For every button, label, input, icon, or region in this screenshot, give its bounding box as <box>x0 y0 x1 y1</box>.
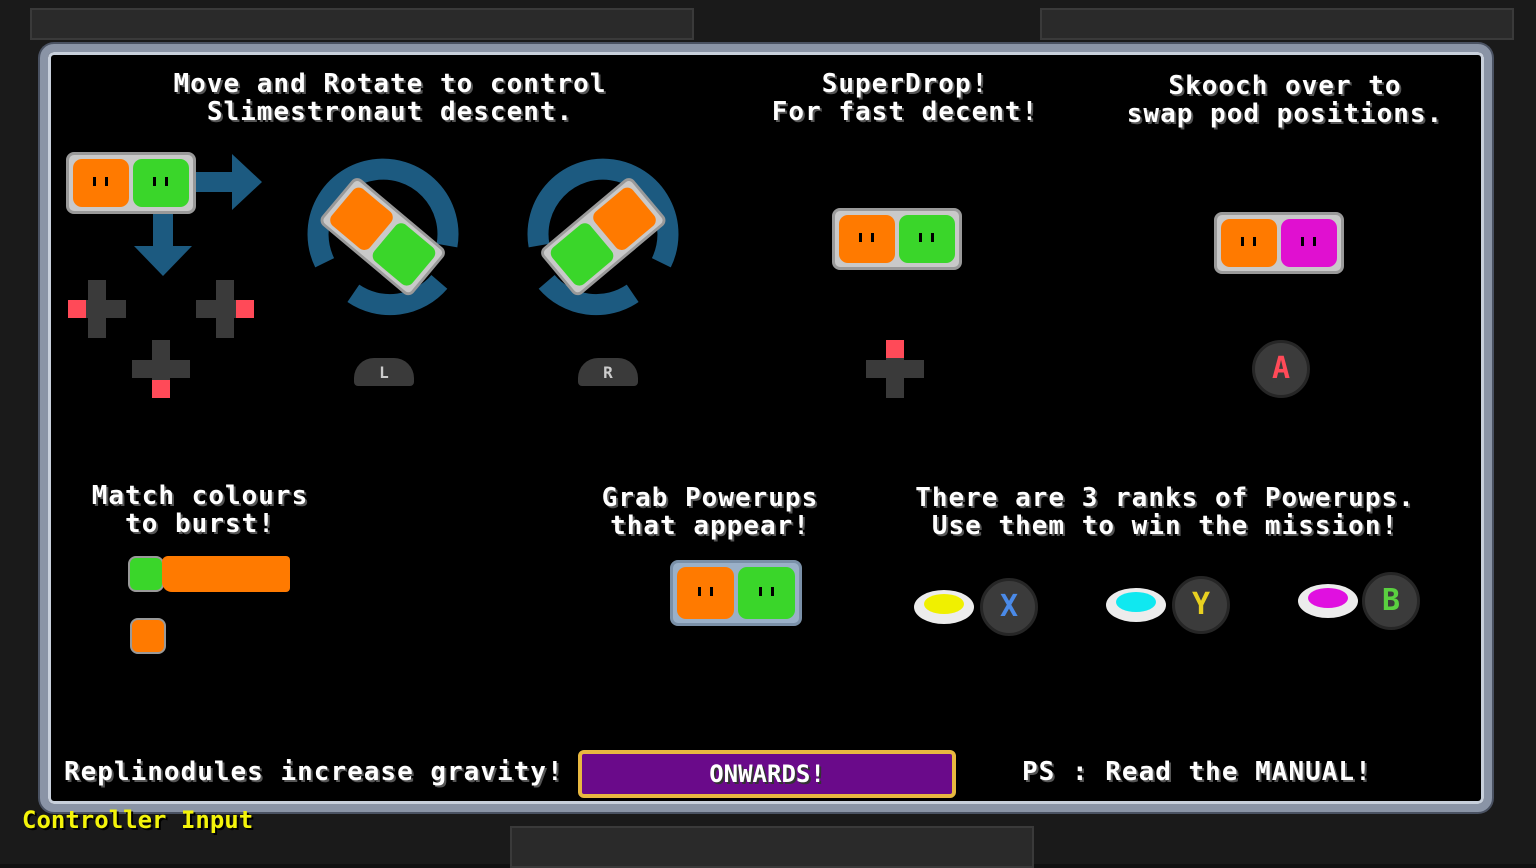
orange-slime <box>839 215 895 263</box>
skooch-line2: swap pod positions. <box>1126 99 1444 129</box>
gem-icon-cyan <box>1106 588 1166 622</box>
superdrop-title: SuperDrop! For fast decent! <box>760 70 1050 126</box>
green-slime-blob <box>128 556 164 592</box>
demo-pod-powerup <box>670 560 802 626</box>
green-slime <box>133 159 189 207</box>
orange-slime <box>73 159 129 207</box>
face-button-a: A <box>1252 340 1310 398</box>
orange-slime <box>677 567 734 619</box>
match-title: Match colours to burst! <box>70 482 330 538</box>
grab-line2: that appear! <box>610 511 810 541</box>
green-slime <box>738 567 795 619</box>
arrow-right-icon <box>196 154 262 210</box>
input-mode-label: Controller Input <box>22 806 254 834</box>
dpad-icon-right <box>196 280 254 338</box>
face-button-b: B <box>1362 572 1420 630</box>
tutorial-panel <box>40 44 1492 812</box>
dpad-icon-left <box>68 280 126 338</box>
demo-pod-superdrop <box>832 208 962 270</box>
backdrop-top-frame-right <box>1040 8 1514 40</box>
dpad-icon-down <box>132 340 190 398</box>
grab-line1: Grab Powerups <box>601 483 819 513</box>
move-rotate-line2: Slimestronaut descent. <box>206 97 574 127</box>
replinodules-tip: Replinodules increase gravity! <box>64 757 564 787</box>
shoulder-button-left: L <box>354 358 414 386</box>
demo-pod-skooch <box>1214 212 1344 274</box>
arrow-down-icon <box>134 214 192 276</box>
move-rotate-line1: Move and Rotate to control <box>173 69 607 99</box>
ranks-title: There are 3 ranks of Powerups. Use them … <box>870 484 1460 540</box>
ranks-line2: Use them to win the mission! <box>931 511 1399 541</box>
backdrop-bottom-frame <box>510 826 1034 868</box>
shoulder-button-right: R <box>578 358 638 386</box>
rotate-ccw-icon <box>307 158 459 316</box>
gem-icon-magenta <box>1298 584 1358 618</box>
magenta-slime <box>1281 219 1337 267</box>
match-line2: to burst! <box>125 509 275 539</box>
face-button-x: X <box>980 578 1038 636</box>
match-line1: Match colours <box>91 481 309 511</box>
ps-manual-tip: PS : Read the MANUAL! <box>1022 757 1372 787</box>
orange-slime <box>1221 219 1277 267</box>
backdrop-top-frame <box>30 8 694 40</box>
move-rotate-title: Move and Rotate to control Slimestronaut… <box>130 70 650 126</box>
dpad-icon-up <box>866 340 924 398</box>
green-slime <box>899 215 955 263</box>
orange-burst-streak <box>162 556 290 592</box>
gem-icon-yellow <box>914 590 974 624</box>
grab-title: Grab Powerups that appear! <box>570 484 850 540</box>
ranks-line1: There are 3 ranks of Powerups. <box>915 483 1415 513</box>
superdrop-line1: SuperDrop! <box>821 69 989 99</box>
skooch-line1: Skooch over to <box>1168 71 1402 101</box>
face-button-y: Y <box>1172 576 1230 634</box>
orange-slime-blob <box>130 618 166 654</box>
superdrop-line2: For fast decent! <box>771 97 1039 127</box>
onwards-button[interactable]: ONWARDS! <box>578 750 956 798</box>
rotate-cw-icon <box>527 158 679 316</box>
skooch-title: Skooch over to swap pod positions. <box>1100 72 1470 128</box>
demo-pod-move <box>66 152 196 214</box>
